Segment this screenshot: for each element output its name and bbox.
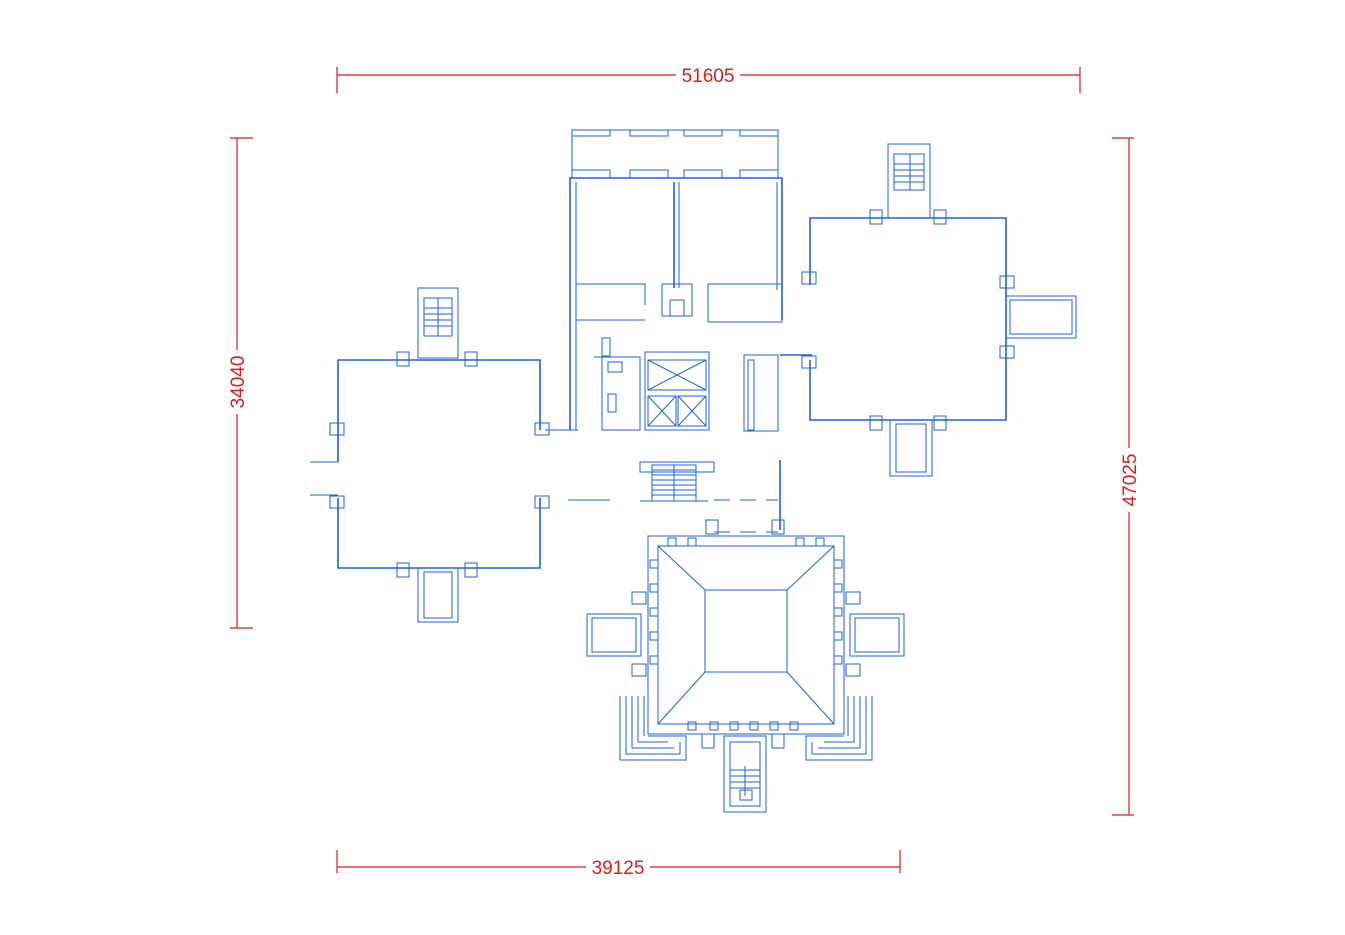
dimension-left-label: 34040 <box>228 356 249 409</box>
dimension-layer: 51605 39125 34040 47025 <box>224 63 1142 879</box>
dimension-bottom: 39125 <box>336 850 901 879</box>
dimension-right: 47025 <box>1112 137 1142 816</box>
dimension-top-label: 51605 <box>682 66 735 87</box>
service-core <box>594 337 779 432</box>
top-central-wing <box>569 129 783 430</box>
right-wing <box>801 143 1077 477</box>
dimension-bottom-label: 39125 <box>592 858 645 879</box>
dimension-right-label: 47025 <box>1120 454 1141 507</box>
dimension-left: 34040 <box>224 137 253 629</box>
central-stair <box>639 461 715 502</box>
dimension-top: 51605 <box>336 63 1081 93</box>
bottom-pavilion <box>586 519 905 813</box>
corridor <box>568 354 812 533</box>
left-wing <box>310 287 578 623</box>
